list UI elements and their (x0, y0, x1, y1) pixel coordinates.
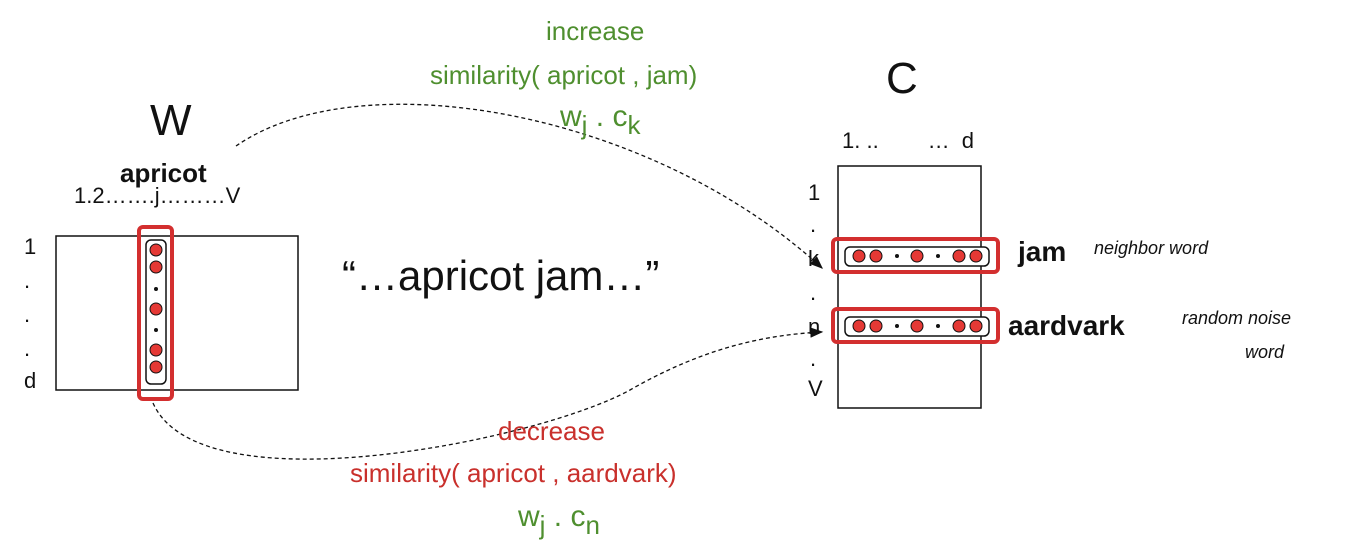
c-row-label: . (810, 212, 817, 237)
vector-dot (869, 319, 883, 333)
increase-similarity: similarity( apricot , jam) (430, 60, 698, 90)
w-column-word: apricot (120, 158, 207, 188)
vector-dot (149, 260, 163, 274)
w-row-label: . (24, 336, 31, 361)
w-matrix-box (55, 235, 299, 391)
vector-dot (936, 254, 940, 258)
c-row-label: . (810, 280, 817, 305)
jam-row-dots (852, 249, 983, 263)
vector-dot (869, 249, 883, 263)
vector-dot (852, 249, 866, 263)
vector-dot (952, 249, 966, 263)
aardvark-note-line2: word (1245, 342, 1285, 362)
w-row-label: d (24, 368, 37, 393)
vector-dot (952, 319, 966, 333)
vector-dot (149, 343, 163, 357)
c-row-label: V (808, 376, 823, 401)
w-row-label: . (24, 268, 31, 293)
vector-dot (936, 324, 940, 328)
jam-word: jam (1018, 236, 1067, 267)
aardvark-note-line1: random noise (1182, 308, 1292, 328)
decrease-label: decrease (498, 416, 605, 446)
decrease-arrow (152, 327, 824, 460)
vector-dot (149, 243, 163, 257)
vector-dot (154, 328, 158, 332)
vector-dot (149, 360, 163, 374)
c-row-label: . (810, 346, 817, 371)
w-row-label: 1 (24, 234, 37, 259)
vector-dot (910, 319, 924, 333)
jam-row-highlight (831, 237, 1000, 274)
aardvark-row-highlight (831, 307, 1000, 344)
jam-note: neighbor word (1094, 238, 1209, 258)
w-column-highlight (137, 225, 174, 401)
increase-label: increase (546, 16, 645, 46)
vector-dot (852, 319, 866, 333)
c-row-label: k (808, 246, 819, 271)
aardvark-word: aardvark (1008, 310, 1125, 341)
aardvark-row-dots (852, 319, 983, 333)
c-matrix-box (837, 165, 982, 409)
w-matrix-title: W (150, 96, 192, 145)
vector-dot (149, 302, 163, 316)
w-column-range: 1.2…….j………V (74, 183, 241, 208)
vector-dot (154, 287, 158, 291)
c-column-range: 1. .. … d (842, 128, 975, 153)
decrease-similarity: similarity( apricot , aardvark) (350, 458, 677, 488)
vector-dot (969, 319, 983, 333)
w-column-dots (149, 243, 163, 374)
context-phrase: “…apricot jam…” (342, 252, 660, 299)
increase-arrow (235, 103, 823, 269)
vector-dot (910, 249, 924, 263)
vector-dot (895, 254, 899, 258)
vector-dot (895, 324, 899, 328)
w-row-label: . (24, 302, 31, 327)
c-row-label: 1 (808, 180, 821, 205)
increase-formula: wj . ck (560, 100, 641, 140)
vector-dot (969, 249, 983, 263)
c-matrix-title: C (886, 54, 918, 103)
c-row-label: n (808, 314, 821, 339)
decrease-formula: wj . cn (518, 500, 600, 540)
